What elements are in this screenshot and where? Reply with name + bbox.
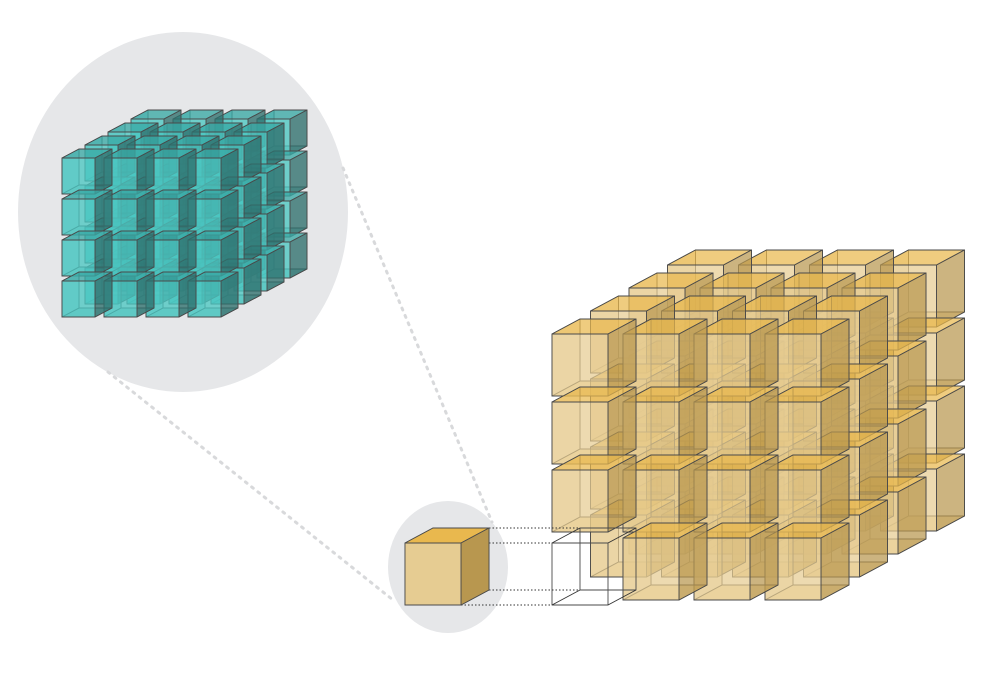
grid-cube: [61, 189, 113, 236]
grid-cube: [551, 318, 637, 397]
grid-cube: [764, 522, 850, 601]
cube-front-face: [61, 239, 96, 277]
single-extracted-cube: [404, 527, 490, 606]
grid-cube: [551, 386, 637, 465]
grid-cube: [622, 454, 708, 533]
empty-slot-edge: [607, 527, 637, 544]
single-cube-group: [404, 527, 637, 606]
cube-front-face: [551, 469, 609, 533]
grid-cube: [61, 148, 113, 195]
cube-front-face: [61, 280, 96, 318]
cube-front-face: [404, 542, 462, 606]
grid-cube: [145, 189, 197, 236]
cube-front-face: [61, 157, 96, 195]
empty-slot-edge: [607, 589, 637, 606]
grid-cube: [764, 386, 850, 465]
zoom-guide-line-top: [341, 166, 494, 524]
zoomed-cube-grid: [61, 109, 308, 318]
empty-slot-edge: [551, 589, 581, 606]
cube-front-face: [622, 537, 680, 601]
zoom-guide-line-bottom: [106, 370, 395, 602]
grid-cube: [61, 271, 113, 318]
grid-cube: [61, 230, 113, 277]
large-cube-grid: [551, 249, 965, 601]
empty-slot-edge: [551, 527, 581, 544]
grid-cube: [551, 454, 637, 533]
grid-cube: [622, 522, 708, 601]
cube-front-face: [61, 198, 96, 236]
